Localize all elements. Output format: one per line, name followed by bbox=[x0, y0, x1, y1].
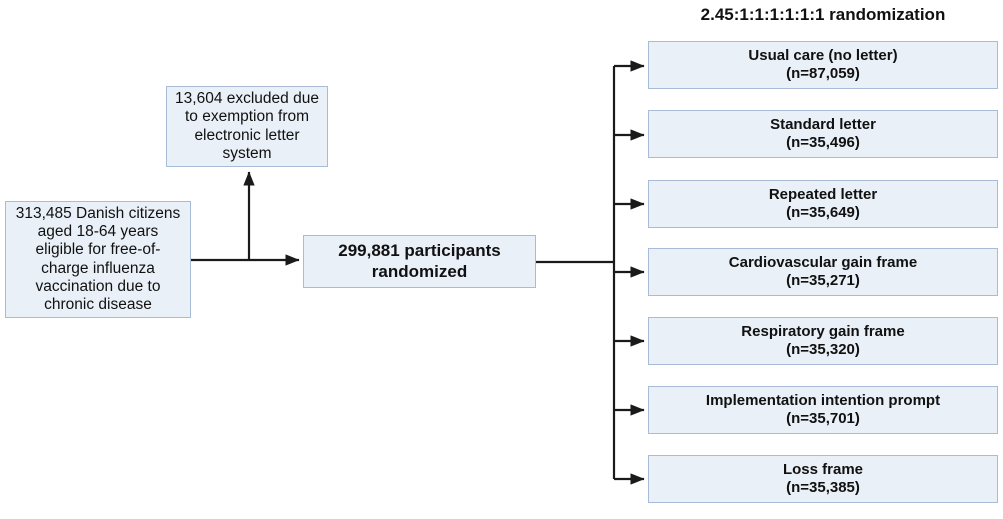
node-arm-repeated-letter: Repeated letter(n=35,649) bbox=[648, 180, 998, 228]
arm-label: Standard letter(n=35,496) bbox=[770, 116, 876, 151]
node-eligible-text: 313,485 Danish citizens aged 18-64 years… bbox=[15, 204, 181, 314]
arm-label: Usual care (no letter)(n=87,059) bbox=[748, 47, 898, 82]
node-arm-standard-letter: Standard letter(n=35,496) bbox=[648, 110, 998, 158]
arm-label: Loss frame(n=35,385) bbox=[782, 461, 864, 496]
node-eligible-population: 313,485 Danish citizens aged 18-64 years… bbox=[5, 201, 191, 318]
arm-label: Cardiovascular gain frame(n=35,271) bbox=[728, 254, 918, 289]
node-excluded: 13,604 excluded due to exemption from el… bbox=[166, 86, 328, 167]
arm-label: Respiratory gain frame(n=35,320) bbox=[741, 323, 905, 358]
node-arm-usual-care: Usual care (no letter)(n=87,059) bbox=[648, 41, 998, 89]
arm-label: Repeated letter(n=35,649) bbox=[768, 186, 878, 221]
node-arm-respiratory-gain-frame: Respiratory gain frame(n=35,320) bbox=[648, 317, 998, 365]
node-randomized: 299,881 participants randomized bbox=[303, 235, 536, 288]
node-excluded-text: 13,604 excluded due to exemption from el… bbox=[175, 89, 319, 162]
node-arm-implementation-intention-prompt: Implementation intention prompt(n=35,701… bbox=[648, 386, 998, 434]
node-arm-loss-frame: Loss frame(n=35,385) bbox=[648, 455, 998, 503]
arm-label: Implementation intention prompt(n=35,701… bbox=[705, 392, 941, 427]
randomization-ratio-title: 2.45:1:1:1:1:1:1 randomization bbox=[700, 5, 946, 24]
node-arm-cardiovascular-gain-frame: Cardiovascular gain frame(n=35,271) bbox=[648, 248, 998, 296]
node-randomized-text: 299,881 participants randomized bbox=[338, 241, 501, 281]
